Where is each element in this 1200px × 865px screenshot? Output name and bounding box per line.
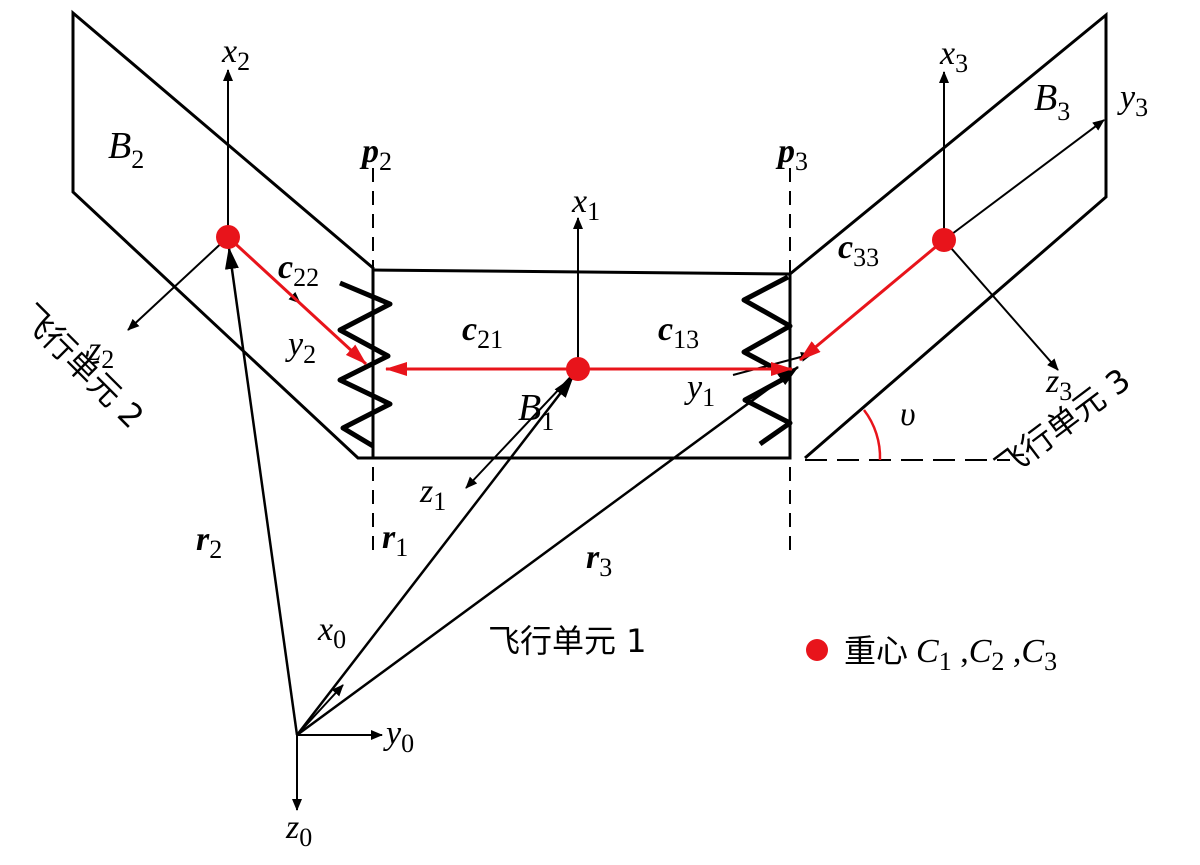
label-x0: x0: [317, 611, 346, 654]
axis-y1: [732, 351, 813, 376]
label-c22: c22: [278, 249, 319, 292]
label-b2: B2: [108, 125, 144, 174]
panel-b2: [71, 9, 375, 460]
label-y2: y2: [285, 326, 316, 369]
label-b1: B1: [518, 387, 554, 436]
label-p2: p2: [359, 133, 392, 176]
label-z2: z2: [87, 331, 114, 374]
vector-c33: [799, 238, 945, 362]
label-r2: r2: [196, 521, 222, 564]
angle-arc: [863, 409, 882, 461]
label-c13: c13: [658, 311, 699, 354]
vector-r3: [296, 365, 799, 737]
label-z0: z0: [285, 809, 312, 852]
center-of-mass-c2: [216, 225, 240, 249]
label-b3: B3: [1034, 77, 1070, 126]
axis-z3: [943, 239, 1059, 371]
panel-b3: [789, 11, 1108, 460]
label-c33: c33: [838, 229, 879, 272]
axis-z2: [127, 236, 229, 331]
vector-r2: [224, 247, 299, 736]
label-r3: r3: [586, 539, 612, 582]
label-c21: c21: [462, 311, 503, 354]
label-x2: x2: [221, 33, 250, 76]
vector-r1: [296, 376, 574, 736]
label-y1: y1: [684, 369, 715, 412]
label-angle: υ: [900, 396, 916, 433]
center-of-mass-c1: [566, 357, 590, 381]
label-unit-2: 飞行单元 2: [12, 297, 151, 436]
label-x1: x1: [571, 183, 600, 226]
label-unit-1: 飞行单元 1: [488, 622, 647, 660]
spring-right: [741, 274, 793, 447]
label-z3: z3: [1045, 363, 1072, 406]
vector-c22: [226, 235, 368, 366]
spring-left: [337, 280, 393, 449]
label-y0: y0: [383, 715, 414, 758]
label-x3: x3: [939, 35, 968, 78]
label-z1: z1: [419, 473, 446, 516]
label-r1: r1: [382, 519, 408, 562]
center-of-mass-c3: [932, 228, 956, 252]
axis-y3: [943, 119, 1105, 241]
label-p3: p3: [775, 133, 808, 176]
label-y3: y3: [1117, 79, 1148, 122]
legend-marker: [806, 639, 828, 661]
